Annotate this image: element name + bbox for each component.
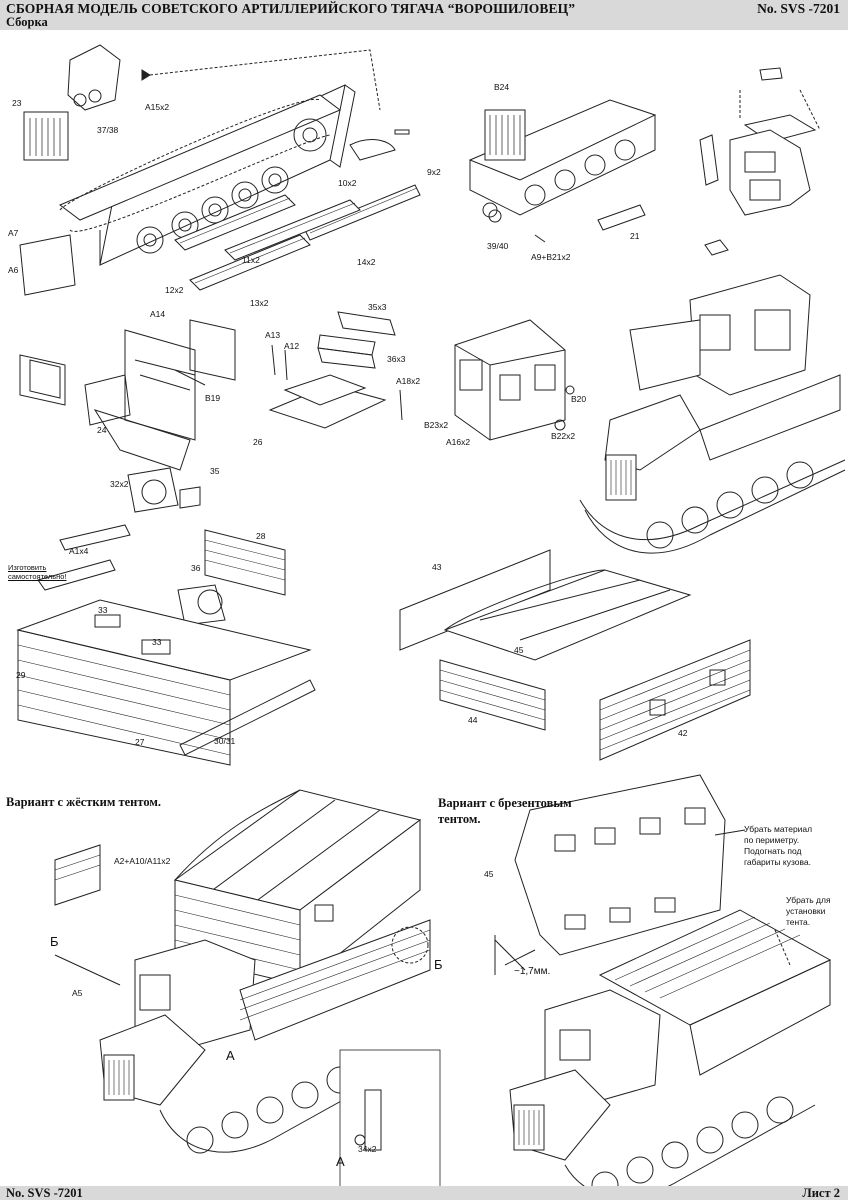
label-44: 44 (468, 715, 478, 725)
label-36x3: 36x3 (387, 354, 406, 364)
note-trim-material: Убрать материал по периметру. Подогнать … (744, 824, 812, 868)
note-remove-for-tent: Убрать для установки тента. (786, 895, 831, 928)
label-33-b: 33 (152, 637, 162, 647)
label-11x2: 11x2 (242, 255, 260, 265)
hardtop-variant-assembled (54, 789, 441, 1186)
label-10x2: 10x2 (338, 178, 357, 188)
label-28: 28 (256, 531, 266, 541)
label-12x2: 12x2 (165, 285, 184, 295)
label-13x2: 13x2 (250, 298, 269, 308)
variant-canvas-heading: Вариант с брезентовым тентом. (438, 795, 572, 827)
note1-line2: по периметру. (744, 835, 800, 845)
note1-line3: Подогнать под (744, 846, 802, 856)
label-a14: A14 (150, 309, 166, 319)
chassis-assembly (19, 44, 421, 296)
kit-number: No. SVS -7201 (757, 1, 840, 16)
cargo-body-exploded (16, 467, 316, 766)
label-a9-b21x2: A9+B21x2 (531, 252, 571, 262)
label-45-b: 45 (484, 869, 494, 879)
assembled-tractor-1 (579, 274, 846, 554)
cab-exploded-top (699, 67, 821, 256)
page-header: СБОРНАЯ МОДЕЛЬ СОВЕТСКОГО АРТИЛЛЕРИЙСКОГ… (0, 0, 848, 30)
label-a2-a10-a11x2: A2+A10/A11x2 (114, 856, 171, 866)
note1-line4: габариты кузова. (744, 857, 811, 867)
label-a-mark: A (226, 1048, 235, 1063)
note2-line3: тента. (786, 917, 811, 927)
label-a-detail: A (336, 1154, 345, 1169)
label-a16x2: A16x2 (446, 437, 471, 447)
label-a13: A13 (265, 330, 281, 340)
seats-assembly-26 (268, 311, 403, 429)
label-37-38: 37/38 (97, 125, 119, 135)
label-36: 36 (191, 563, 201, 573)
label-a5: A5 (72, 988, 83, 998)
footer-kit-number: No. SVS -7201 (6, 1186, 83, 1200)
label-b24: B24 (494, 82, 510, 92)
hull-assembly (468, 99, 657, 243)
label-43: 43 (432, 562, 442, 572)
label-b-left: Б (50, 934, 59, 949)
canvas-variant-assembled (494, 774, 832, 1186)
label-23: 23 (12, 98, 22, 108)
interior-panel-24 (19, 319, 236, 471)
label-a6: A6 (8, 265, 19, 275)
note1-line1: Убрать материал (744, 824, 813, 834)
hardtop-body-exploded (399, 549, 751, 761)
label-45-a: 45 (514, 645, 524, 655)
label-14x2: 14x2 (357, 257, 376, 267)
label-27: 27 (135, 737, 145, 747)
cab-assembly (454, 319, 575, 441)
label-42: 42 (678, 728, 688, 738)
label-29: 29 (16, 670, 26, 680)
label-a1x4: A1x4 (69, 546, 89, 556)
page-title: СБОРНАЯ МОДЕЛЬ СОВЕТСКОГО АРТИЛЛЕРИЙСКОГ… (6, 1, 576, 16)
note2-line2: установки (786, 906, 826, 916)
label-b19: B19 (205, 393, 221, 403)
label-32x2: 32x2 (110, 479, 129, 489)
label-a12: A12 (284, 341, 300, 351)
variant-hard-top-heading: Вариант с жёстким тентом. (6, 795, 161, 809)
variant-canvas-line2: тентом. (438, 812, 481, 826)
diy-note: Изготовить самостоятельно! (8, 563, 67, 581)
label-a18x2: A18x2 (396, 376, 421, 386)
label-35x3: 35x3 (368, 302, 387, 312)
label-dimension: ~1,7мм. (514, 966, 551, 977)
page-subtitle: Сборка (6, 15, 48, 29)
variant-canvas-line1: Вариант с брезентовым (438, 796, 572, 810)
label-24: 24 (97, 425, 107, 435)
label-39-40: 39/40 (487, 241, 509, 251)
label-30-31: 30/31 (214, 736, 236, 746)
label-b20: B20 (571, 394, 587, 404)
label-9x2: 9x2 (427, 167, 441, 177)
page-footer: No. SVS -7201 Лист 2 (0, 1186, 848, 1200)
note2-line1: Убрать для (786, 895, 831, 905)
label-34x2: 34x2 (358, 1144, 377, 1154)
label-35: 35 (210, 466, 220, 476)
label-33-a: 33 (98, 605, 108, 615)
label-26: 26 (253, 437, 263, 447)
label-21: 21 (630, 231, 640, 241)
label-a7: A7 (8, 228, 19, 238)
label-b23x2: B23x2 (424, 420, 449, 430)
label-b-right: Б (434, 957, 443, 972)
sheet-number: Лист 2 (802, 1186, 840, 1200)
label-a15x2: A15x2 (145, 102, 170, 112)
label-b22x2: B22x2 (551, 431, 576, 441)
assembly-drawing (16, 44, 846, 1186)
